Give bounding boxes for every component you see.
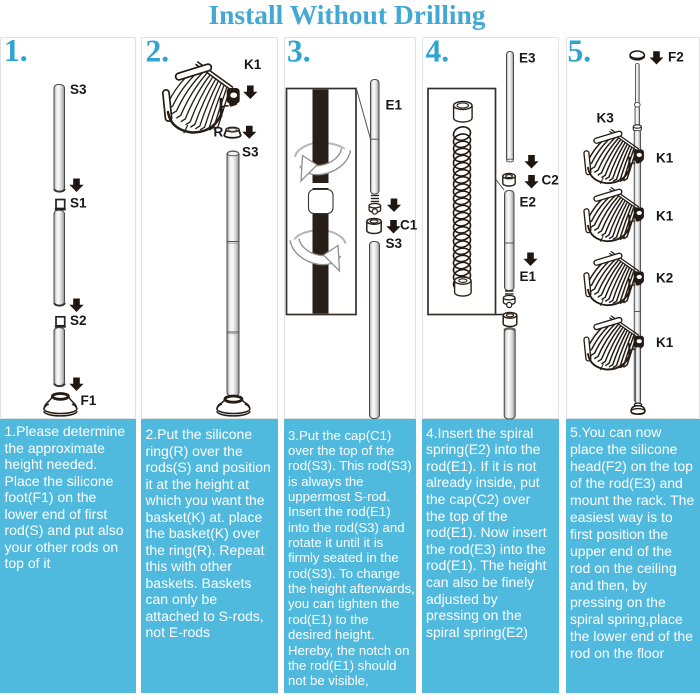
svg-text:S3: S3 <box>242 145 259 160</box>
svg-text:F1: F1 <box>81 393 97 408</box>
svg-text:E1: E1 <box>386 98 403 113</box>
svg-text:2.: 2. <box>146 34 170 69</box>
svg-text:1.: 1. <box>4 33 28 68</box>
svg-text:E3: E3 <box>519 51 536 66</box>
svg-text:4.: 4. <box>426 34 450 69</box>
svg-text:E1: E1 <box>520 269 537 284</box>
svg-text:K1: K1 <box>656 209 674 224</box>
svg-text:S2: S2 <box>70 313 87 328</box>
svg-text:S3: S3 <box>70 82 87 97</box>
svg-text:K2: K2 <box>656 271 673 286</box>
svg-text:5.: 5. <box>568 34 592 69</box>
svg-text:R: R <box>214 125 224 140</box>
svg-text:K1: K1 <box>656 335 674 350</box>
svg-text:S1: S1 <box>70 196 87 211</box>
svg-text:E2: E2 <box>520 195 537 210</box>
svg-text:C1: C1 <box>400 218 418 233</box>
svg-text:K1: K1 <box>244 57 262 72</box>
svg-text:3.: 3. <box>287 34 311 69</box>
svg-text:F2: F2 <box>668 50 684 65</box>
svg-text:C2: C2 <box>542 173 559 188</box>
svg-text:K3: K3 <box>597 111 615 126</box>
svg-text:K1: K1 <box>656 151 674 166</box>
svg-text:S3: S3 <box>386 236 403 251</box>
